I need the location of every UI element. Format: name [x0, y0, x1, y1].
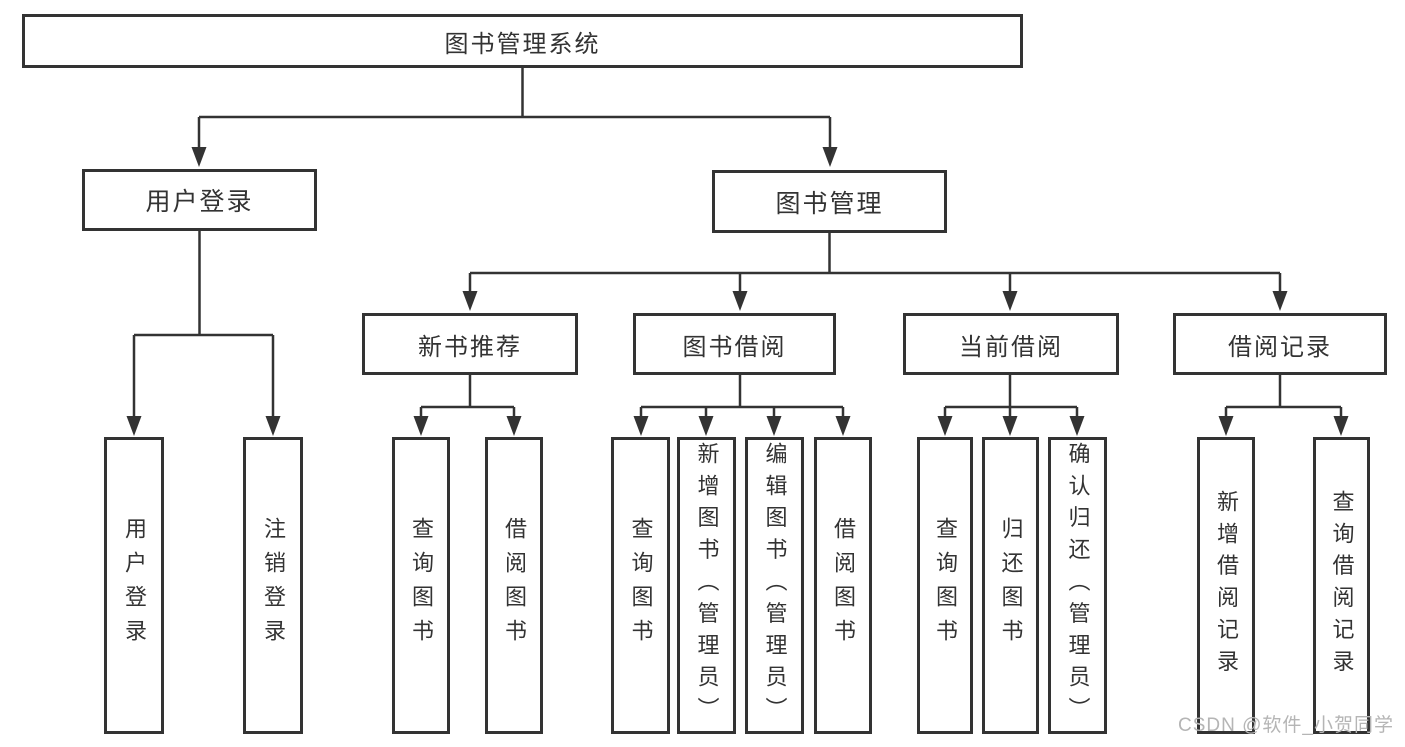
arrow-down-icon	[506, 416, 522, 436]
arrow-down-icon	[413, 416, 429, 436]
arrowheads	[126, 147, 1349, 436]
leaf-user-login: 用户登录	[104, 437, 164, 734]
arrow-down-icon	[822, 147, 838, 167]
arrow-down-icon	[462, 291, 478, 311]
arrow-down-icon	[1218, 416, 1234, 436]
arrow-down-icon	[633, 416, 649, 436]
leaf-edit-book-admin: 编辑图书（管理员）	[745, 437, 804, 734]
arrow-down-icon	[937, 416, 953, 436]
arrow-down-icon	[766, 416, 782, 436]
arrow-down-icon	[1272, 291, 1288, 311]
arrow-down-icon	[265, 416, 281, 436]
leaf-return-books: 归还图书	[982, 437, 1039, 734]
leaf-logout: 注销登录	[243, 437, 303, 734]
node-new-book-recommend: 新书推荐	[362, 313, 578, 375]
node-borrow-records: 借阅记录	[1173, 313, 1387, 375]
leaf-query-books-recommend: 查询图书	[392, 437, 450, 734]
leaf-query-borrow-record: 查询借阅记录	[1313, 437, 1370, 734]
leaf-add-book-admin: 新增图书（管理员）	[677, 437, 736, 734]
leaf-query-books-borrow: 查询图书	[611, 437, 670, 734]
arrow-down-icon	[732, 291, 748, 311]
leaf-add-borrow-record: 新增借阅记录	[1197, 437, 1255, 734]
arrow-down-icon	[1002, 416, 1018, 436]
arrow-down-icon	[698, 416, 714, 436]
arrow-down-icon	[1333, 416, 1349, 436]
arrow-down-icon	[126, 416, 142, 436]
watermark-text: CSDN @软件_小贺同学	[1178, 715, 1394, 736]
node-user-login: 用户登录	[82, 169, 317, 231]
leaf-borrow-books: 借阅图书	[814, 437, 872, 734]
leaf-confirm-return-admin: 确认归还（管理员）	[1048, 437, 1107, 734]
leaf-borrow-books-recommend: 借阅图书	[485, 437, 543, 734]
leaf-query-books-current: 查询图书	[917, 437, 973, 734]
arrow-down-icon	[1069, 416, 1085, 436]
arrow-down-icon	[191, 147, 207, 167]
connector-elbows	[132, 68, 1343, 422]
node-current-borrow: 当前借阅	[903, 313, 1119, 375]
arrow-down-icon	[835, 416, 851, 436]
node-root-system: 图书管理系统	[22, 14, 1023, 68]
node-book-borrow: 图书借阅	[633, 313, 836, 375]
arrow-down-icon	[1002, 291, 1018, 311]
node-book-management: 图书管理	[712, 170, 947, 233]
